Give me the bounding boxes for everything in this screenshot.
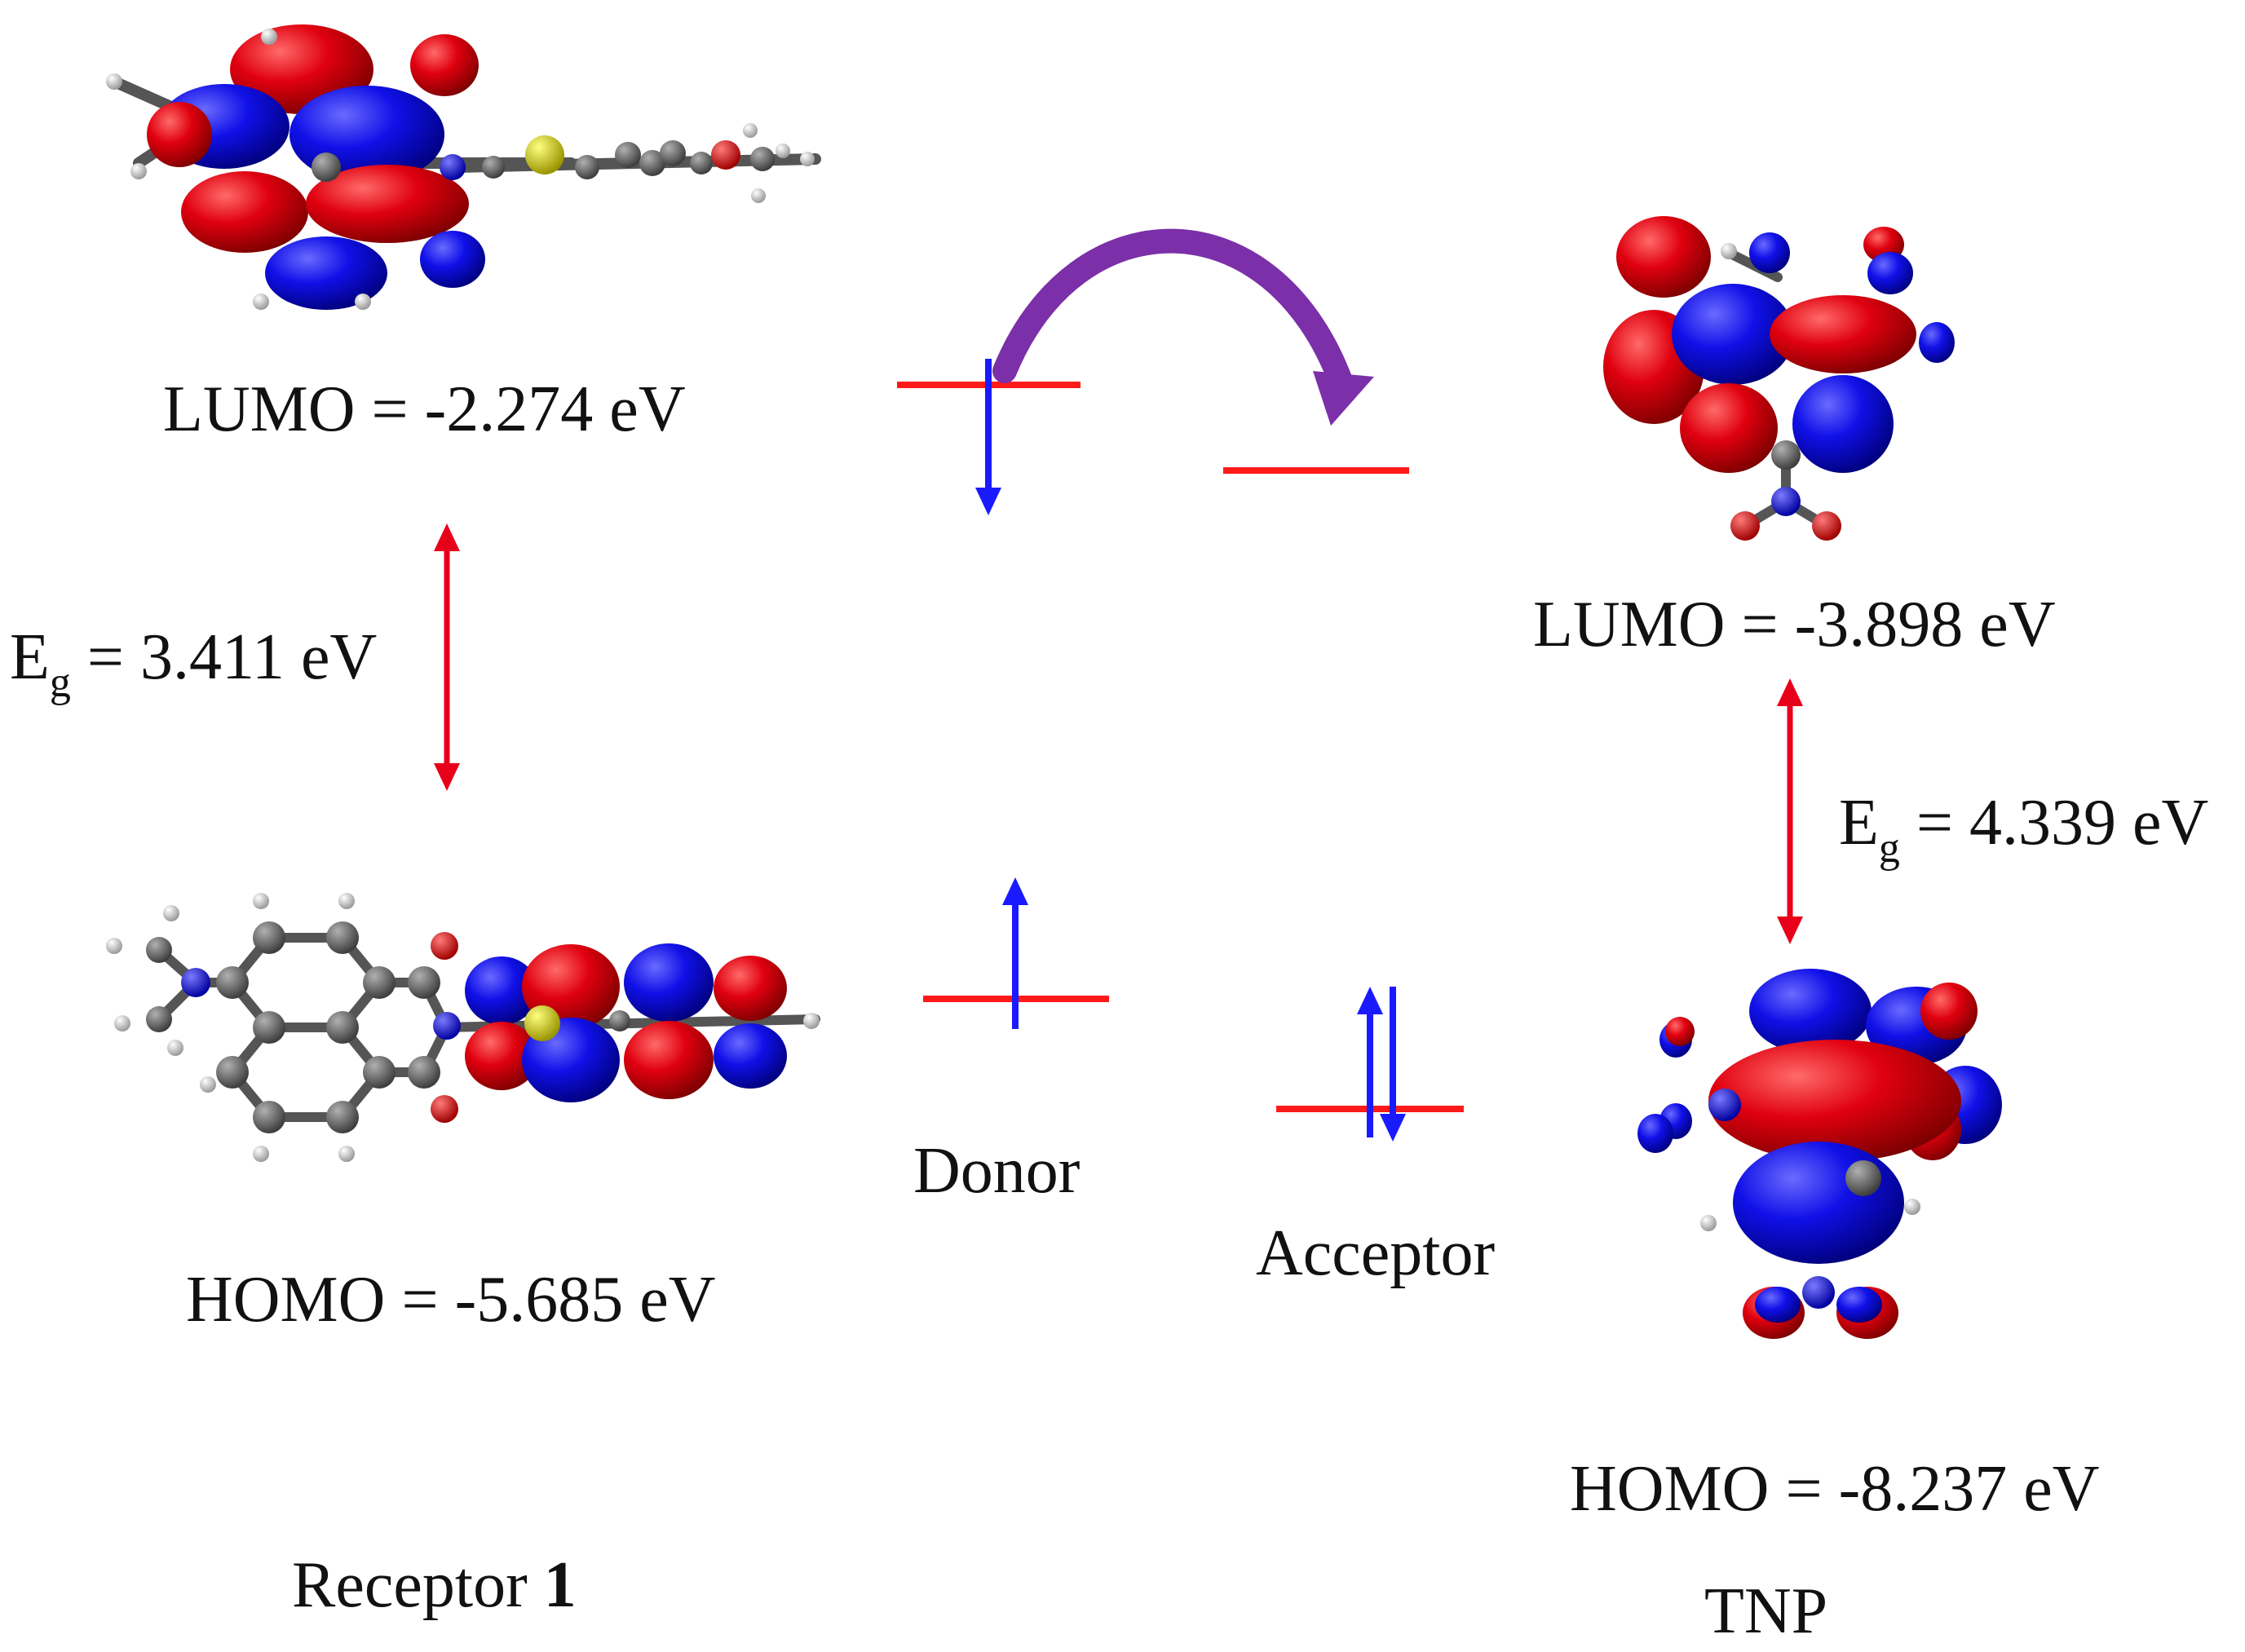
- tnp-homo-label: HOMO = -8.237 eV: [1570, 1453, 2100, 1525]
- tnp-gap-label: Eg = 4.339 eV: [1839, 787, 2208, 872]
- tnp-lumo-orbital-image: [1603, 216, 1955, 541]
- receptor-homo-orbital-image: [106, 893, 820, 1162]
- donor-lumo-electron-arrow: [975, 359, 1001, 515]
- receptor-gap-arrow: [434, 523, 460, 791]
- tnp-homo-orbital-image: [1637, 969, 2002, 1339]
- tnp-gap-arrow: [1777, 678, 1803, 944]
- tnp-lumo-label: LUMO = -3.898 eV: [1533, 589, 2056, 660]
- charge-transfer-arrow: [992, 228, 1374, 426]
- tnp-name: TNP: [1704, 1575, 1827, 1647]
- receptor-lumo-orbital-image: [106, 24, 821, 310]
- receptor-lumo-label: LUMO = -2.274 eV: [163, 373, 686, 445]
- donor-label: Donor: [913, 1135, 1080, 1207]
- acceptor-label: Acceptor: [1256, 1217, 1495, 1289]
- receptor-name: Receptor 1: [292, 1549, 577, 1621]
- receptor-gap-label: Eg = 3.411 eV: [10, 621, 377, 706]
- donor-homo-electron-arrow: [1002, 877, 1028, 1029]
- acceptor-homo-electron-pair-arrows: [1357, 987, 1406, 1142]
- receptor-homo-label: HOMO = -5.685 eV: [186, 1264, 716, 1336]
